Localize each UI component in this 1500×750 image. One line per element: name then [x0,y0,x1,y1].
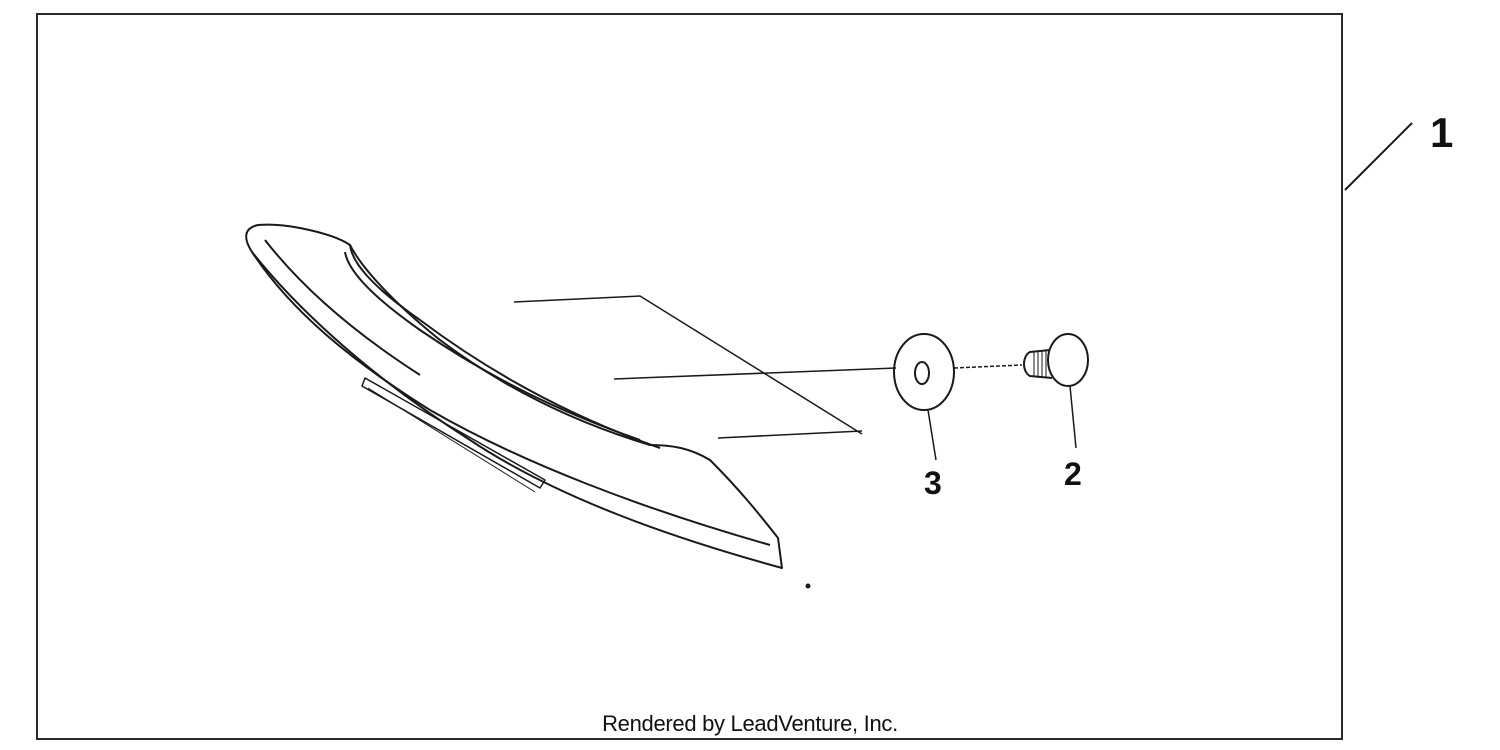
bolt-part [1023,333,1089,449]
diagram-frame [36,13,1343,740]
callout-bolt-number: 2 [1064,456,1082,492]
spoiler-part [245,223,811,589]
leader-line-kit [1344,122,1413,191]
callout-kit-number: 1 [1430,109,1454,156]
render-credit: Rendered by LeadVenture, Inc. [602,711,898,736]
washer-part [893,333,955,461]
callout-washer-number: 3 [924,465,942,501]
reference-lines [513,295,1023,439]
